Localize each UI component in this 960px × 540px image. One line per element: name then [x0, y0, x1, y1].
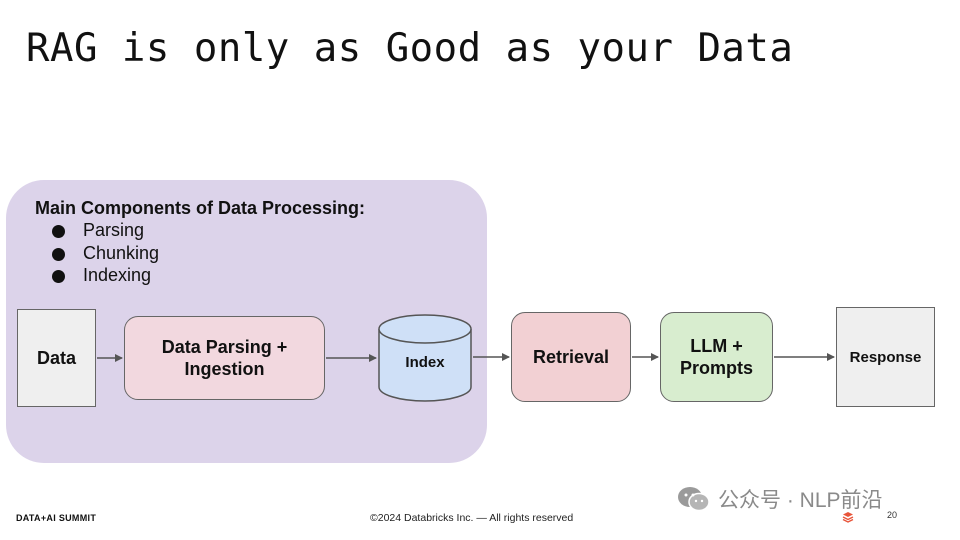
node-parsing-line2: Ingestion — [184, 359, 265, 379]
watermark-text: 公众号 · NLP前沿 — [718, 489, 883, 512]
node-retrieval: Retrieval — [511, 312, 631, 402]
component-list: Parsing Chunking Indexing — [50, 219, 159, 287]
event-logo: DATA+AI SUMMIT — [16, 513, 97, 523]
wechat-watermark: 公众号 · NLP前沿 — [676, 484, 883, 514]
component-item-indexing: Indexing — [50, 264, 159, 287]
node-data: Data — [17, 309, 96, 407]
slide-title: RAG is only as Good as your Data — [26, 26, 794, 71]
panel-heading: Main Components of Data Processing: — [35, 198, 366, 218]
databricks-icon — [842, 512, 854, 523]
node-llm-line2: Prompts — [679, 358, 753, 378]
node-llm-prompts: LLM + Prompts — [660, 312, 773, 402]
node-data-parsing-ingestion: Data Parsing + Ingestion — [124, 316, 325, 400]
bullet-icon — [52, 270, 65, 283]
copyright-text: ©2024 Databricks Inc. — All rights reser… — [370, 512, 574, 524]
component-label: Indexing — [83, 265, 152, 285]
component-label: Chunking — [83, 242, 160, 263]
node-llm-line1: LLM + — [690, 336, 743, 356]
bullet-icon — [52, 225, 65, 238]
node-index-cylinder — [378, 314, 472, 402]
node-index-label: Index — [405, 354, 445, 371]
component-item-parsing: Parsing — [50, 219, 159, 242]
bullet-icon — [52, 247, 65, 261]
node-parsing-line1: Data Parsing + — [161, 337, 288, 357]
component-item-chunking: Chunking — [50, 242, 159, 265]
wechat-icon — [678, 487, 710, 512]
component-label: Parsing — [83, 220, 145, 240]
node-response: Response — [836, 307, 935, 407]
page-number: 20 — [887, 510, 898, 520]
